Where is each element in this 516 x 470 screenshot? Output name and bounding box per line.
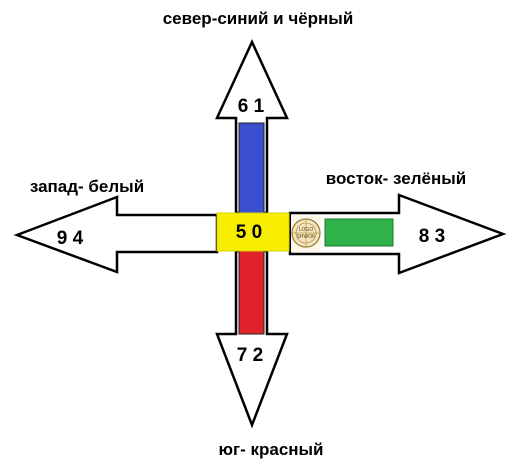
east-label: восток- зелёный: [326, 169, 466, 188]
west-arrow: [13, 195, 219, 274]
south-number: 7 2: [237, 345, 263, 366]
center-square: [216, 212, 290, 252]
east-color-band: [324, 218, 394, 247]
svg-text:LOGO: LOGO: [299, 227, 314, 233]
east-arrow: [288, 193, 507, 275]
east-number: 8 3: [419, 226, 445, 247]
south-color-band: [238, 250, 265, 335]
center-number: 5 0: [236, 222, 262, 243]
north-number: 6 1: [238, 96, 265, 117]
north-color-band: [238, 122, 265, 214]
north-label: север-синий и чёрный: [163, 9, 354, 28]
west-number: 9 4: [57, 228, 84, 249]
west-label: запад- белый: [30, 177, 144, 196]
svg-text:SHWOK: SHWOK: [297, 234, 317, 240]
south-label: юг- красный: [218, 440, 323, 459]
logo-emblem: LOGO SHWOK: [291, 215, 321, 252]
south-arrow: [215, 249, 289, 429]
